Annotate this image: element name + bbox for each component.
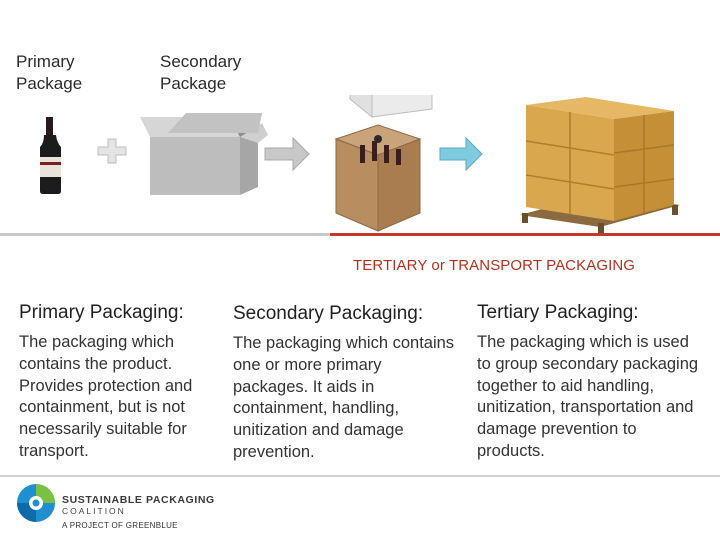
tertiary-banner: TERTIARY or TRANSPORT PACKAGING bbox=[353, 257, 636, 274]
logo-wordmark: SUSTAINABLE PACKAGING bbox=[62, 494, 215, 506]
spc-logo-icon bbox=[17, 484, 55, 522]
column-title: Primary Packaging: bbox=[19, 302, 184, 323]
logo-subtitle: COALITION bbox=[62, 506, 126, 516]
case-with-bottles-icon bbox=[334, 124, 422, 232]
packaging-illustration bbox=[40, 95, 680, 233]
open-box-icon bbox=[140, 113, 268, 195]
section-divider-gray bbox=[0, 233, 330, 236]
column-title: Tertiary Packaging: bbox=[477, 302, 639, 323]
column-body: The packaging which contains the product… bbox=[19, 333, 193, 460]
primary-package-label: Primary Package bbox=[16, 52, 83, 93]
column-primary: Primary Packaging: The packaging which c… bbox=[19, 302, 219, 463]
logo-tagline: A PROJECT OF GREENBLUE bbox=[62, 521, 178, 530]
arrow-right-icon bbox=[264, 136, 310, 172]
wine-bottle-icon bbox=[40, 117, 61, 194]
plus-icon bbox=[97, 138, 127, 164]
section-divider-red bbox=[330, 233, 720, 236]
arrow-right-icon bbox=[439, 136, 483, 172]
column-secondary: Secondary Packaging: The packaging which… bbox=[233, 303, 458, 464]
column-body: The packaging which contains one or more… bbox=[233, 334, 455, 461]
column-tertiary: Tertiary Packaging: The packaging which … bbox=[477, 302, 705, 463]
footer-divider bbox=[0, 475, 720, 477]
foam-insert-icon bbox=[349, 95, 433, 119]
column-title: Secondary Packaging: bbox=[233, 303, 424, 324]
pallet-boxes-icon bbox=[520, 97, 680, 233]
secondary-package-label: Secondary Package bbox=[160, 52, 242, 93]
column-body: The packaging which is used to group sec… bbox=[477, 333, 699, 460]
